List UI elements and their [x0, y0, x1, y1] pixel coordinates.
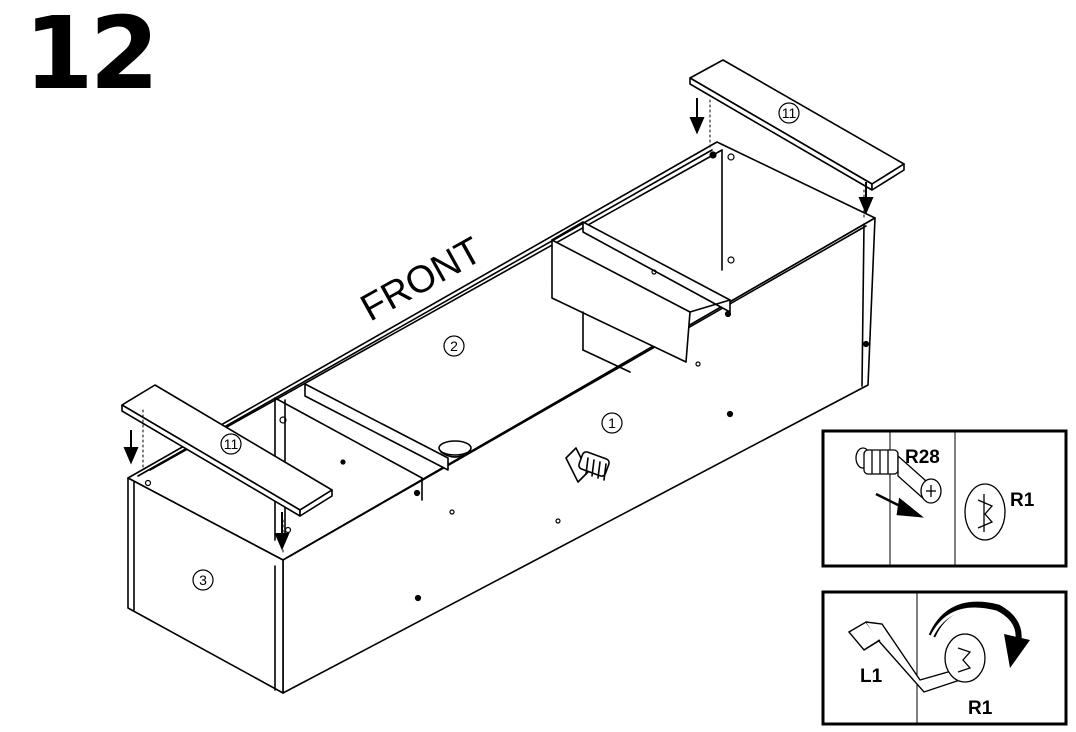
panel-3-side: [127, 477, 284, 694]
r28-label: R28: [905, 447, 940, 468]
r1-cam-icon-bottom: [944, 633, 986, 683]
r28-fitting-icon: [855, 447, 942, 504]
r1-label-bottom: R1: [968, 698, 993, 719]
rotate-arrow-icon: [928, 601, 1030, 668]
panel-11-left: [121, 384, 333, 517]
insert-arrows: [123, 98, 874, 551]
r1-label-top: R1: [1010, 490, 1035, 511]
part-11-right-label: 11: [782, 105, 797, 121]
part-11-left-marker: [220, 433, 242, 455]
detail-box-cam-insert: [821, 429, 1068, 568]
part-3-label: 3: [199, 572, 207, 588]
drawer-front: [551, 239, 691, 363]
push-arrow-icon: [875, 492, 925, 518]
detail-box-cam-tighten: [821, 590, 1068, 726]
part-1-marker: [601, 412, 623, 434]
panel-11-right: [689, 59, 905, 191]
r1-cam-icon: [964, 483, 1006, 541]
step-number: 12: [24, 0, 159, 112]
l1-label: L1: [860, 666, 883, 687]
part-2-marker: [443, 335, 465, 357]
part-3-marker: [192, 569, 214, 591]
shelf-divider-left: [304, 383, 449, 471]
part-1-label: 1: [608, 415, 616, 431]
part-2-label: 2: [450, 338, 458, 354]
leg-fitting: [565, 447, 610, 483]
cable-hole: [438, 440, 472, 456]
cabinet-body: [127, 141, 876, 694]
part-11-left-label: 11: [224, 436, 239, 452]
part-11-right-marker: [778, 102, 800, 124]
fitting-holes: [144, 151, 870, 602]
